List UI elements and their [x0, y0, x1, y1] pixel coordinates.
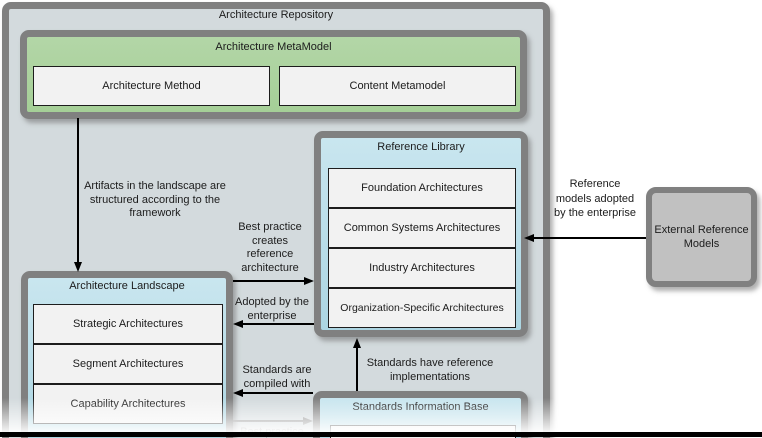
label-standards-compiled: Standards are compiled with	[242, 364, 312, 390]
arrow-standards-to-library-line	[356, 347, 358, 391]
arrow-external-to-library-head-icon	[524, 233, 534, 242]
common-systems-architectures-box: Common Systems Architectures	[328, 208, 516, 248]
arrow-standards-to-landscape-line	[241, 392, 313, 394]
architecture-landscape-title: Architecture Landscape	[69, 280, 185, 292]
arrow-landscape-to-standards-head-icon	[303, 416, 313, 425]
architecture-method-box: Architecture Method	[33, 66, 270, 106]
standards-information-base-title: Standards Information Base	[352, 401, 489, 413]
strategic-architectures-box: Strategic Architectures	[33, 304, 223, 344]
arrow-metamodel-to-landscape-head-icon	[73, 262, 82, 272]
content-metamodel-box: Content Metamodel	[279, 66, 516, 106]
label-standards-have-reference: Standards have reference implementations	[366, 357, 494, 383]
bottom-cut-bar	[0, 432, 762, 437]
organization-specific-architectures-box: Organization-Specific Architectures	[328, 288, 516, 328]
architecture-repository-title: Architecture Repository	[218, 9, 334, 21]
label-artifacts-structured: Artifacts in the landscape are structure…	[84, 180, 226, 219]
reference-library-title: Reference Library	[377, 141, 465, 153]
arrow-library-to-landscape-head-icon	[233, 319, 243, 328]
arrow-metamodel-to-landscape-line	[77, 118, 79, 264]
arrow-standards-to-landscape-head-icon	[233, 388, 243, 397]
external-reference-models-box: External Reference Models	[646, 187, 757, 287]
industry-architectures-box: Industry Architectures	[328, 248, 516, 288]
architecture-metamodel-title: Architecture MetaModel	[215, 41, 332, 53]
arrow-landscape-to-standards-line	[233, 420, 305, 422]
arrow-landscape-to-library-line	[233, 280, 306, 282]
segment-architectures-box: Segment Architectures	[33, 344, 223, 384]
arrow-external-to-library-line	[532, 237, 646, 239]
arrow-landscape-to-library-head-icon	[304, 276, 314, 285]
label-adopted-by-enterprise: Adopted by the enterprise	[234, 296, 309, 322]
capability-architectures-box: Capability Architectures	[33, 384, 223, 424]
arrow-standards-to-library-head-icon	[352, 338, 361, 348]
foundation-architectures-box: Foundation Architectures	[328, 168, 516, 208]
label-best-practice-creates: Best practice creates reference architec…	[238, 221, 302, 274]
label-reference-models-adopted: Reference models adopted by the enterpri…	[554, 178, 636, 219]
arrow-library-to-landscape-line	[241, 323, 314, 325]
